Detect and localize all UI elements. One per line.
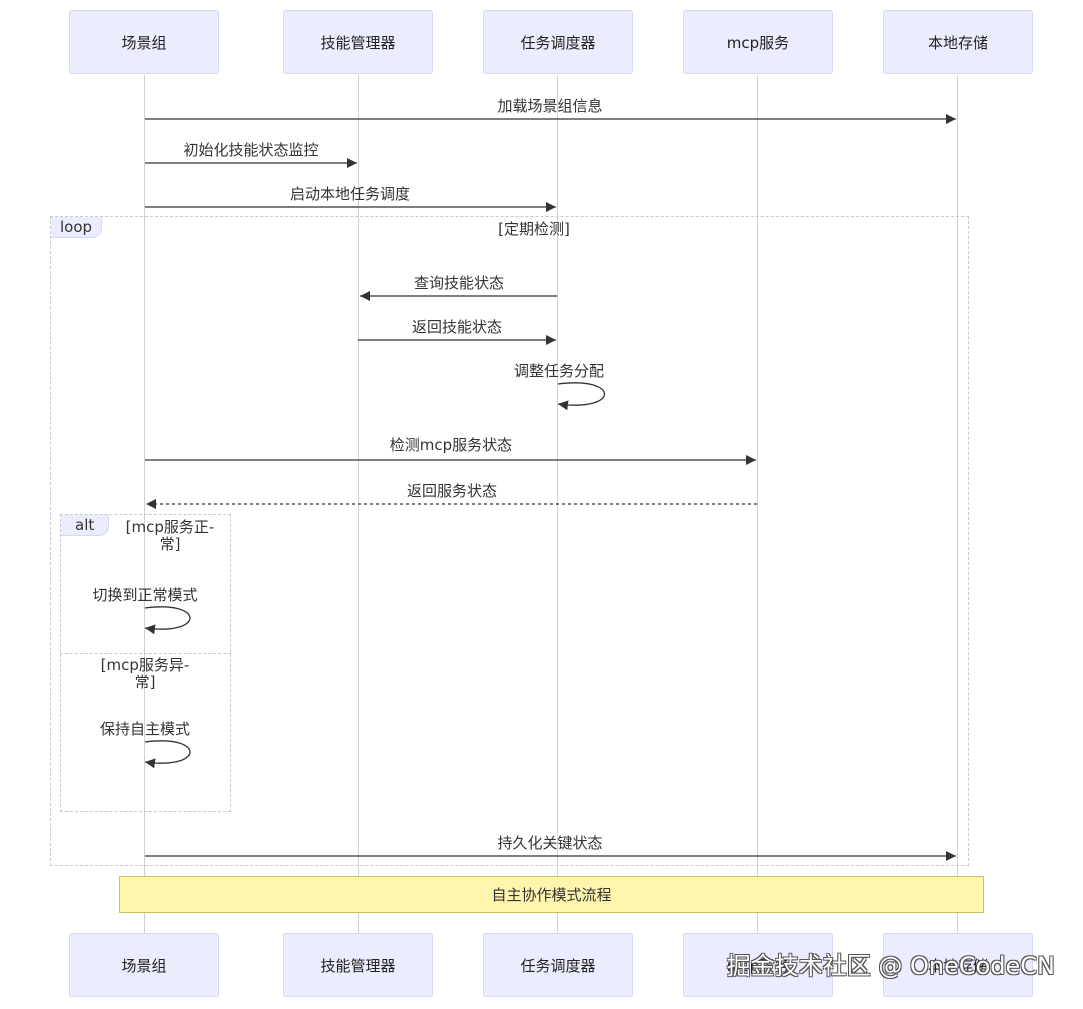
alt-condition-abnormal-line2: 常] [134,673,156,691]
alt-condition-abnormal-line1: [mcp服务异- [100,656,190,674]
actor-top-scene: 场景组 [69,10,219,74]
actor-top-skill: 技能管理器 [283,10,433,74]
lifeline-mcp [757,75,758,933]
label-start-task-schedule: 启动本地任务调度 [289,185,411,203]
actor-bottom-store: 本地存储 [883,933,1033,997]
arrow-keep-autonomous-self [144,740,191,769]
label-adjust-task: 调整任务分配 [513,362,605,380]
alt-tag: alt [61,515,110,536]
actor-top-store: 本地存储 [883,10,1033,74]
lifeline-scene [144,75,145,933]
label-init-skill-monitor: 初始化技能状态监控 [183,141,319,159]
label-return-service-status: 返回服务状态 [406,482,498,500]
note-autonomous-flow: 自主协作模式流程 [119,876,984,913]
alt-frame: alt [60,514,231,812]
arrow-adjust-task-self [557,382,605,411]
actor-top-mcp: mcp服务 [683,10,833,74]
label-switch-normal: 切换到正常模式 [92,586,198,604]
label-detect-mcp: 检测mcp服务状态 [389,436,513,454]
label-persist-state: 持久化关键状态 [497,834,603,852]
loop-tag: loop [51,217,103,238]
label-return-skill: 返回技能状态 [411,318,503,336]
alt-condition-normal-line1: [mcp服务正- [125,518,215,536]
label-load-scene-info: 加载场景组信息 [497,97,603,115]
label-query-skill: 查询技能状态 [413,274,505,292]
actor-bottom-skill: 技能管理器 [283,933,433,997]
lifeline-store [957,75,958,933]
actor-top-task: 任务调度器 [483,10,633,74]
arrow-switch-normal-self [144,606,191,635]
actor-bottom-mcp: mcp服务 [683,933,833,997]
actor-bottom-task: 任务调度器 [483,933,633,997]
alt-condition-normal-line2: 常] [159,535,181,553]
loop-condition: [定期检测] [498,220,570,238]
actor-bottom-scene: 场景组 [69,933,219,997]
label-keep-autonomous: 保持自主模式 [99,720,191,738]
alt-divider [60,653,231,654]
loop-frame: loop [50,216,969,866]
watermark: 掘金技术社区 @ OneCodeCN [726,952,1055,980]
